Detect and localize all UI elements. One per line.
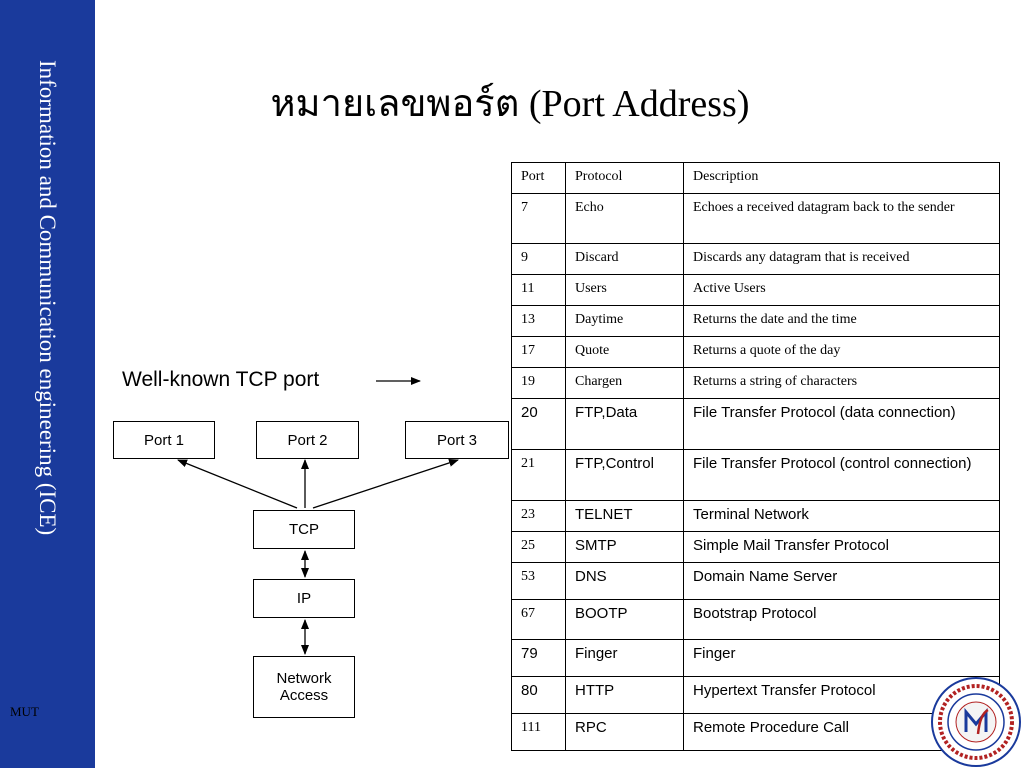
port-cell: 53 [511, 562, 566, 600]
arrow-tcp-port1 [177, 459, 298, 509]
port-cell: 19 [511, 367, 566, 399]
description-cell: File Transfer Protocol (data connection) [683, 398, 1000, 450]
protocol-cell: FTP,Data [565, 398, 684, 450]
port2-box: Port 2 [256, 421, 359, 459]
protocol-cell: SMTP [565, 531, 684, 563]
port-cell: 9 [511, 243, 566, 275]
protocol-cell: Echo [565, 193, 684, 244]
description-cell: Domain Name Server [683, 562, 1000, 600]
port-cell: 80 [511, 676, 566, 714]
port-cell: 111 [511, 713, 566, 751]
port-cell: 17 [511, 336, 566, 368]
description-cell: Bootstrap Protocol [683, 599, 1000, 640]
port-cell: 67 [511, 599, 566, 640]
protocol-cell: RPC [565, 713, 684, 751]
description-cell: Returns a string of characters [683, 367, 1000, 399]
port-cell: 21 [511, 449, 566, 501]
protocol-cell: TELNET [565, 500, 684, 532]
page-title: หมายเลขพอร์ต (Port Address) [270, 83, 750, 125]
arrow-tcp-port3 [312, 459, 459, 509]
description-cell: Simple Mail Transfer Protocol [683, 531, 1000, 563]
table-header-row: Port Protocol Description [511, 162, 1000, 194]
description-cell: Returns a quote of the day [683, 336, 1000, 368]
protocol-cell: Users [565, 274, 684, 306]
port-cell: 23 [511, 500, 566, 532]
protocol-cell: Quote [565, 336, 684, 368]
description-cell: Finger [683, 639, 1000, 677]
port-cell: 25 [511, 531, 566, 563]
port-cell: 7 [511, 193, 566, 244]
description-cell: Active Users [683, 274, 1000, 306]
tcp-box: TCP [253, 510, 355, 549]
protocol-cell: Chargen [565, 367, 684, 399]
protocol-cell: FTP,Control [565, 449, 684, 501]
network-access-line2: Access [279, 687, 329, 704]
network-access-line1: Network [276, 670, 332, 687]
footer-label: MUT [10, 704, 39, 719]
description-cell: File Transfer Protocol (control connecti… [683, 449, 1000, 501]
port-cell: 11 [511, 274, 566, 306]
protocol-cell: DNS [565, 562, 684, 600]
port1-box: Port 1 [113, 421, 215, 459]
port-cell: 79 [511, 639, 566, 677]
protocol-cell: Finger [565, 639, 684, 677]
port-cell: 13 [511, 305, 566, 337]
ip-box: IP [253, 579, 355, 618]
protocol-cell: Daytime [565, 305, 684, 337]
header-port: Port [511, 162, 566, 194]
sidebar-title: Information and Communication engineerin… [35, 60, 60, 536]
protocol-cell: HTTP [565, 676, 684, 714]
description-cell: Returns the date and the time [683, 305, 1000, 337]
port-cell: 20 [511, 398, 566, 450]
description-cell: Echoes a received datagram back to the s… [683, 193, 1000, 244]
description-cell: Terminal Network [683, 500, 1000, 532]
protocol-cell: Discard [565, 243, 684, 275]
protocol-cell: BOOTP [565, 599, 684, 640]
diagram-label: Well-known TCP port [122, 368, 320, 391]
description-cell: Discards any datagram that is received [683, 243, 1000, 275]
network-access-box: Network Access [253, 656, 355, 718]
header-protocol: Protocol [565, 162, 684, 194]
university-seal-icon [931, 677, 1021, 767]
sidebar: Information and Communication engineerin… [0, 0, 95, 768]
header-description: Description [683, 162, 1000, 194]
port3-box: Port 3 [405, 421, 509, 459]
